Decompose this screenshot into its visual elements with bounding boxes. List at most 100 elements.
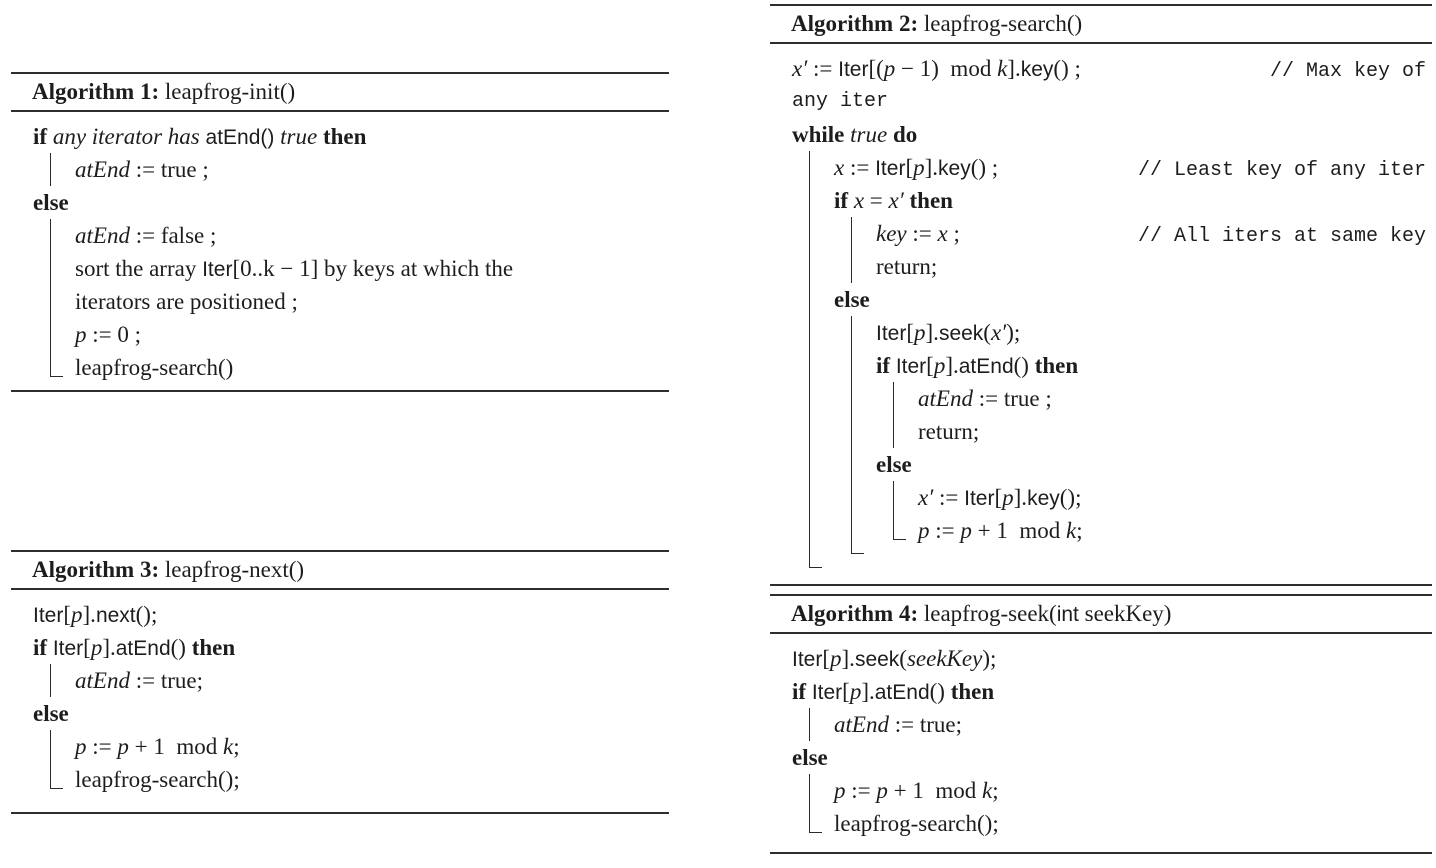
code-segment: := false ; xyxy=(129,223,217,248)
code-segment: x xyxy=(937,221,948,246)
block-indent-rule xyxy=(792,807,834,840)
block-indent-rule xyxy=(834,448,876,481)
code-segment: () xyxy=(1013,353,1035,378)
block-indent-rule xyxy=(834,514,876,547)
code-segment: := xyxy=(845,778,877,803)
block-indent-rule xyxy=(834,217,876,250)
code-segment: + 1 mod xyxy=(887,778,982,803)
code-segment: (); xyxy=(1059,485,1082,510)
block-indent-rule xyxy=(834,415,876,448)
code-segment: () ; xyxy=(970,155,1004,180)
code-line: else xyxy=(792,283,1430,316)
code-comment: // Max key of xyxy=(1269,60,1426,83)
algorithm-2-caption: Algorithm 2: leapfrog-search() xyxy=(770,4,1432,44)
code-segment: atEnd() xyxy=(205,126,275,149)
code-segment: seek xyxy=(854,648,900,671)
code-segment: key xyxy=(938,157,971,180)
code-segment: else xyxy=(876,452,912,477)
code-segment: ]. xyxy=(1007,56,1021,81)
code-segment: then xyxy=(950,679,995,704)
code-line: else xyxy=(33,186,667,219)
code-segment: [ xyxy=(842,679,850,704)
algorithm-3-box: Algorithm 3: leapfrog-next() Iter[p].nex… xyxy=(11,550,669,814)
code-segment: seekKey) xyxy=(1078,601,1172,626)
code-line: key := x ;// All iters at same key xyxy=(792,217,1430,250)
code-segment: [ xyxy=(83,635,91,660)
code-segment: [ xyxy=(926,353,934,378)
block-indent-rule xyxy=(792,316,834,349)
code-segment: x′ xyxy=(888,188,904,213)
code-segment: else xyxy=(792,745,828,770)
code-segment: := true ; xyxy=(129,157,209,182)
code-comment: any iter xyxy=(792,90,889,113)
block-indent-rule xyxy=(792,774,834,807)
block-indent-rule xyxy=(792,708,834,741)
code-segment: := xyxy=(933,485,965,510)
code-segment: ]. xyxy=(861,679,875,704)
code-segment: p xyxy=(830,646,842,671)
code-segment: := true ; xyxy=(972,386,1052,411)
code-segment: p xyxy=(914,320,926,345)
code-segment: ); xyxy=(982,646,997,671)
code-line: if x = x′ then xyxy=(792,184,1430,217)
algorithm-2-box: Algorithm 2: leapfrog-search() x′ := Ite… xyxy=(770,4,1432,586)
code-segment: ]. xyxy=(924,155,939,180)
code-line: p := p + 1 mod k; xyxy=(792,514,1430,547)
code-segment: int xyxy=(1056,603,1079,626)
code-segment: then xyxy=(909,188,953,213)
code-segment: true xyxy=(850,122,888,147)
code-segment: ]. xyxy=(1013,485,1028,510)
code-segment: ( xyxy=(899,646,907,671)
code-segment: Iter xyxy=(875,157,906,180)
block-end-marker xyxy=(792,561,1430,575)
code-segment: Iter xyxy=(876,322,907,345)
code-segment: ]. xyxy=(82,602,96,627)
code-line: x := Iter[p].key() ; // Least key of any… xyxy=(792,151,1430,184)
code-line: Iter[p].seek(x′); xyxy=(792,316,1430,349)
code-segment: [( xyxy=(868,56,884,81)
code-line: atEnd := true; xyxy=(792,708,1430,741)
code-segment: ]. xyxy=(925,320,939,345)
block-indent-rule xyxy=(834,250,876,283)
block-indent-rule xyxy=(33,219,75,252)
code-segment: atEnd xyxy=(115,637,171,660)
block-indent-rule xyxy=(33,664,75,697)
code-segment: [0..k − 1] by keys at which the xyxy=(232,256,514,281)
block-indent-rule xyxy=(792,151,834,184)
code-segment: leapfrog-search() xyxy=(75,355,234,380)
code-segment: atEnd xyxy=(918,386,973,411)
code-segment: else xyxy=(33,701,69,726)
block-indent-rule xyxy=(792,481,834,514)
block-indent-rule xyxy=(792,561,834,575)
code-line: x′ := Iter[p].key(); xyxy=(792,481,1430,514)
code-segment: [ xyxy=(906,320,915,345)
code-segment: Algorithm 3: xyxy=(32,557,160,582)
code-segment: else xyxy=(33,190,69,215)
code-segment: k xyxy=(223,734,234,759)
code-segment: + 1 mod xyxy=(971,518,1066,543)
code-segment: := xyxy=(86,734,118,759)
code-segment: leapfrog-init() xyxy=(159,79,296,104)
code-segment: ; xyxy=(992,778,999,803)
block-indent-rule xyxy=(33,351,75,384)
code-segment: key xyxy=(1027,487,1060,510)
code-segment: leapfrog-search() xyxy=(918,11,1083,36)
block-indent-rule xyxy=(792,250,834,283)
code-comment: // Least key of any iter xyxy=(1137,159,1426,182)
block-indent-rule xyxy=(876,382,918,415)
block-indent-rule xyxy=(834,547,876,561)
code-segment: if xyxy=(792,679,812,704)
code-segment: p xyxy=(883,56,896,81)
code-line: leapfrog-search(); xyxy=(792,807,1430,840)
code-line: else xyxy=(33,697,667,730)
code-segment: ; xyxy=(947,221,960,246)
code-segment: ; xyxy=(1076,518,1083,543)
code-segment: [ xyxy=(905,155,914,180)
block-indent-rule xyxy=(792,349,834,382)
code-line: Iter[p].next(); xyxy=(33,598,667,631)
code-segment: Iter xyxy=(52,637,84,660)
code-segment: do xyxy=(892,122,918,147)
code-segment: := xyxy=(929,518,961,543)
code-segment: atEnd xyxy=(958,355,1014,378)
code-line: atEnd := false ; xyxy=(33,219,667,252)
